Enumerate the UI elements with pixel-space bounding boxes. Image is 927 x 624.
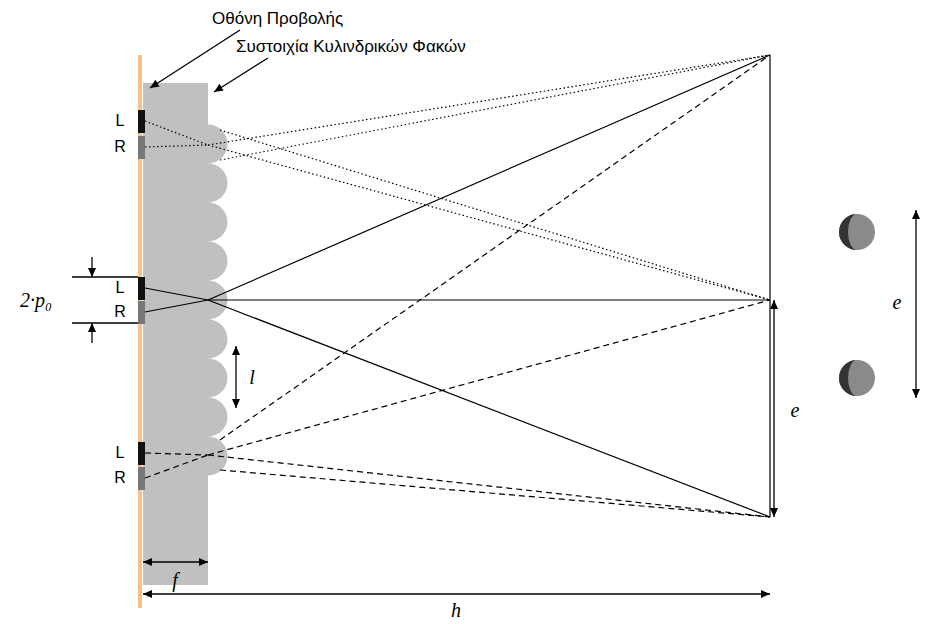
pixels	[138, 110, 145, 490]
pixel-label: R	[114, 303, 126, 321]
dimension-lines	[72, 30, 916, 594]
dimension-label: e	[791, 399, 800, 421]
dimension-label: e	[893, 291, 902, 313]
lens-array	[143, 83, 228, 585]
title-label: Συστοιχία Κυλινδρικών Φακών	[236, 38, 466, 57]
pixel-label: L	[116, 444, 125, 462]
dimension-label: f	[172, 569, 178, 591]
pixel-label: R	[114, 469, 126, 487]
pixel-label: L	[116, 279, 125, 297]
pixel-label: L	[116, 112, 125, 130]
dimension-label: 2·p₀	[20, 289, 52, 311]
pixel-label: R	[114, 138, 126, 156]
dimension-label: l	[249, 366, 255, 388]
title-label: Οθόνη Προβολής	[212, 10, 343, 29]
rays	[145, 55, 770, 517]
eyes	[839, 214, 875, 396]
dimension-label: h	[451, 599, 461, 621]
